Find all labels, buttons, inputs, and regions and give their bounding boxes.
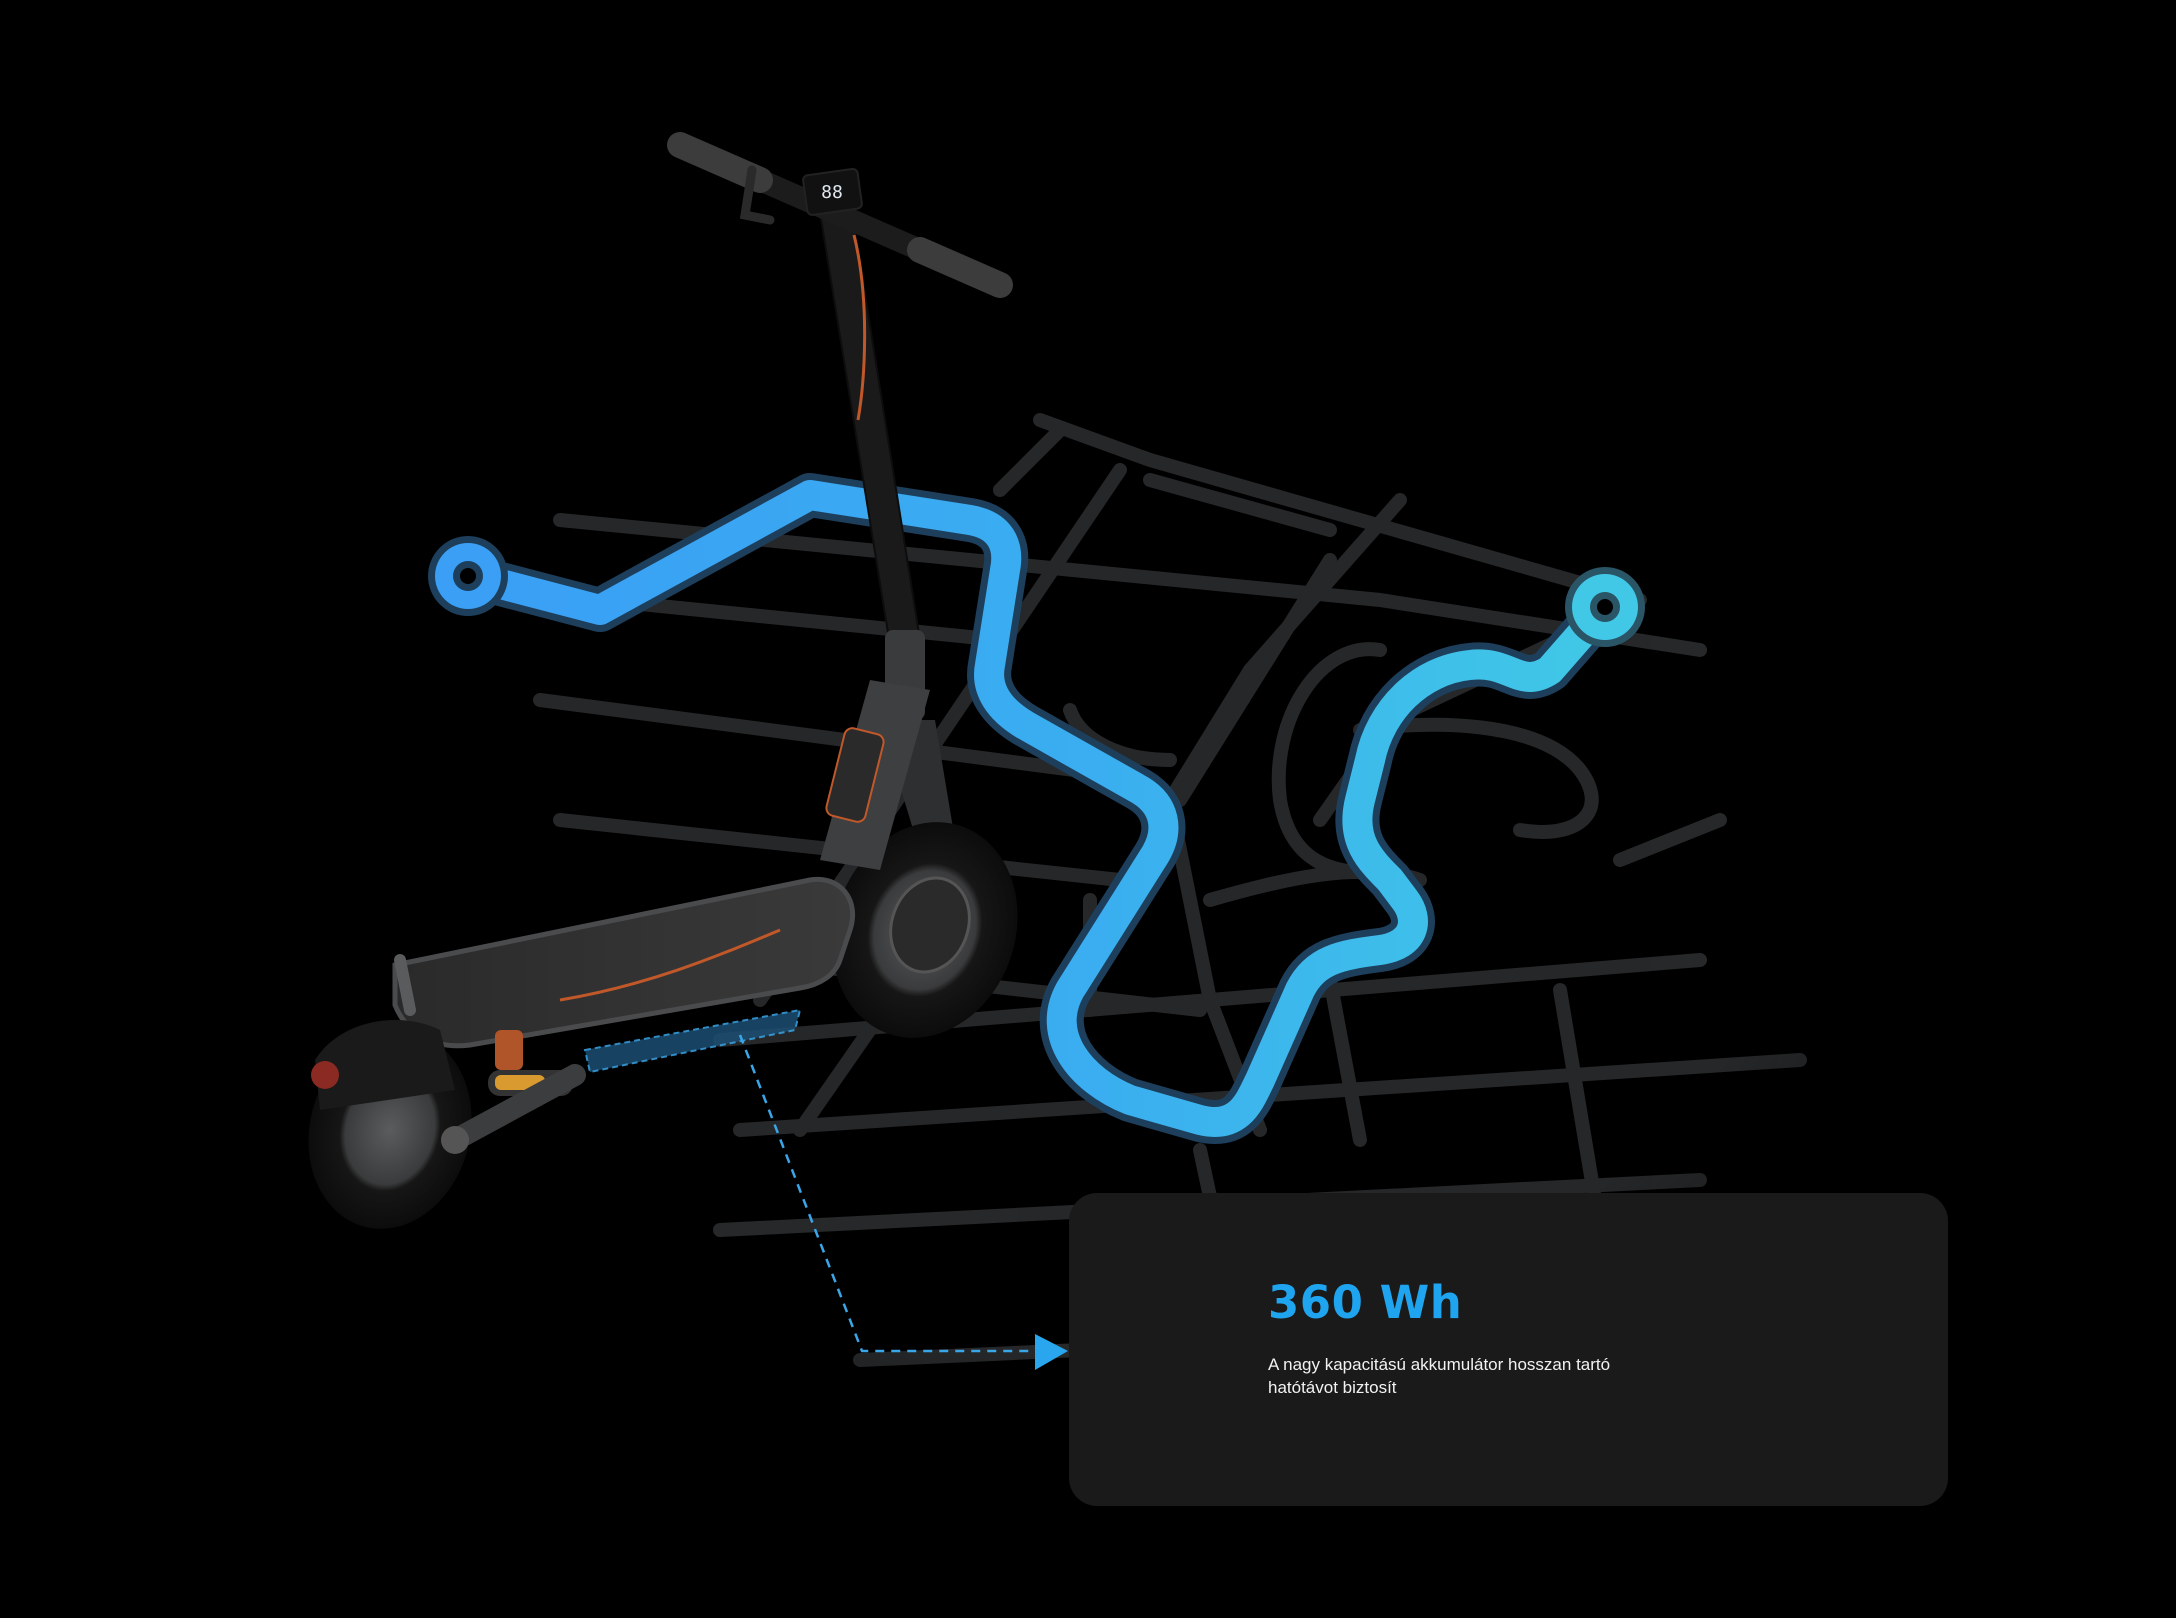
battery-highlight [583,1008,802,1074]
battery-capacity-title: 360 Wh [1268,1276,1463,1329]
front-wheel [832,822,1018,1038]
route-end-marker [1565,567,1645,647]
route-path [448,473,1627,1144]
arrow-right-icon [1035,1334,1068,1370]
battery-capacity-description: A nagy kapacitású akkumulátor hosszan ta… [1268,1355,1611,1397]
rear-wheel [308,1020,586,1229]
feature-card: 360 Wh A nagy kapacitású akkumulátor hos… [1069,1193,1948,1506]
callout-connector [738,1034,1068,1370]
display-readout: 88 [821,182,843,203]
scooter: 88 [308,132,1018,1229]
handlebar: 88 [667,132,1013,298]
route-start-marker [428,536,508,616]
